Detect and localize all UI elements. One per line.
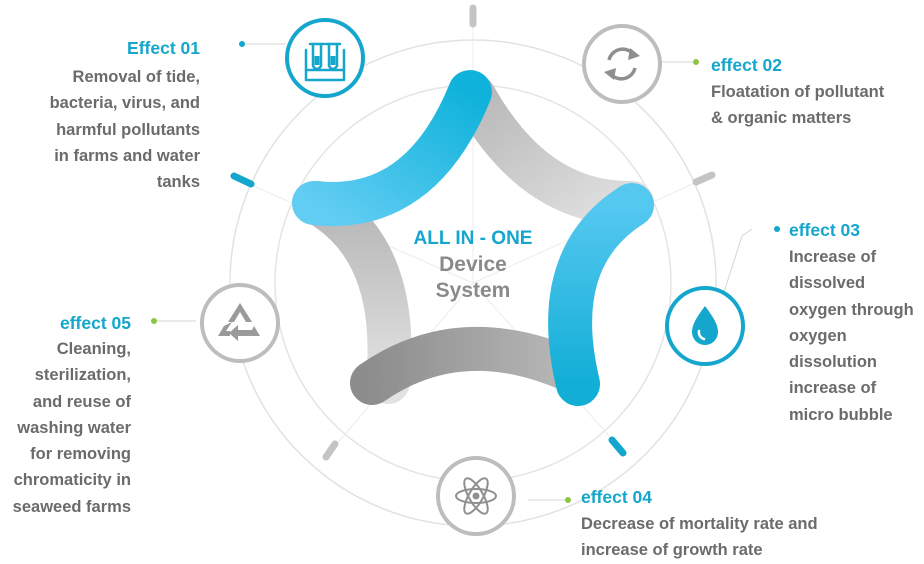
marker-upper-right — [692, 171, 716, 186]
effect-02-title: effect 02 — [711, 55, 783, 75]
recycle-arrows-icon — [604, 47, 640, 81]
water-drop-icon — [692, 306, 718, 345]
recycling-symbol-icon — [218, 303, 260, 341]
marker-lower-right — [608, 436, 627, 457]
effect-04-title: effect 04 — [581, 487, 653, 507]
effect-05-node — [200, 283, 280, 363]
effect-01-title: Effect 01 — [127, 38, 200, 58]
center-subtitle-line2: System — [435, 279, 511, 302]
connector-dot-01 — [239, 41, 245, 47]
connectors — [151, 41, 780, 503]
center-device — [292, 70, 654, 406]
effect-01-node — [285, 18, 365, 98]
effect-04-desc: Decrease of mortality rate and increase … — [581, 515, 818, 560]
effect-02-desc: Floatation of pollutant & organic matter… — [711, 83, 885, 128]
ring-markers — [230, 4, 716, 461]
effect-03-node — [665, 286, 745, 366]
effect-02-node — [582, 24, 662, 104]
connector-dot-04 — [565, 497, 571, 503]
center-subtitle-line1: Device — [439, 253, 507, 276]
test-tubes-icon — [304, 42, 346, 82]
connector-dot-03 — [774, 226, 780, 232]
effect-05-title: effect 05 — [59, 313, 131, 333]
effect-03-desc: Increase of dissolved oxygen through oxy… — [789, 248, 914, 424]
marker-lower-left — [322, 440, 339, 461]
effect-04-node — [436, 456, 516, 536]
center-title: ALL IN - ONE — [413, 228, 533, 249]
connector-dot-02 — [693, 59, 699, 65]
marker-upper-left — [230, 172, 255, 188]
connector-dot-05 — [151, 318, 157, 324]
effect-03-title: effect 03 — [789, 220, 861, 240]
effect-05-desc: Cleaning, sterilization, and reuse of wa… — [12, 340, 131, 516]
effect-01-desc: Removal of tide, bacteria, virus, and ha… — [49, 68, 200, 192]
atom-icon — [455, 477, 497, 515]
